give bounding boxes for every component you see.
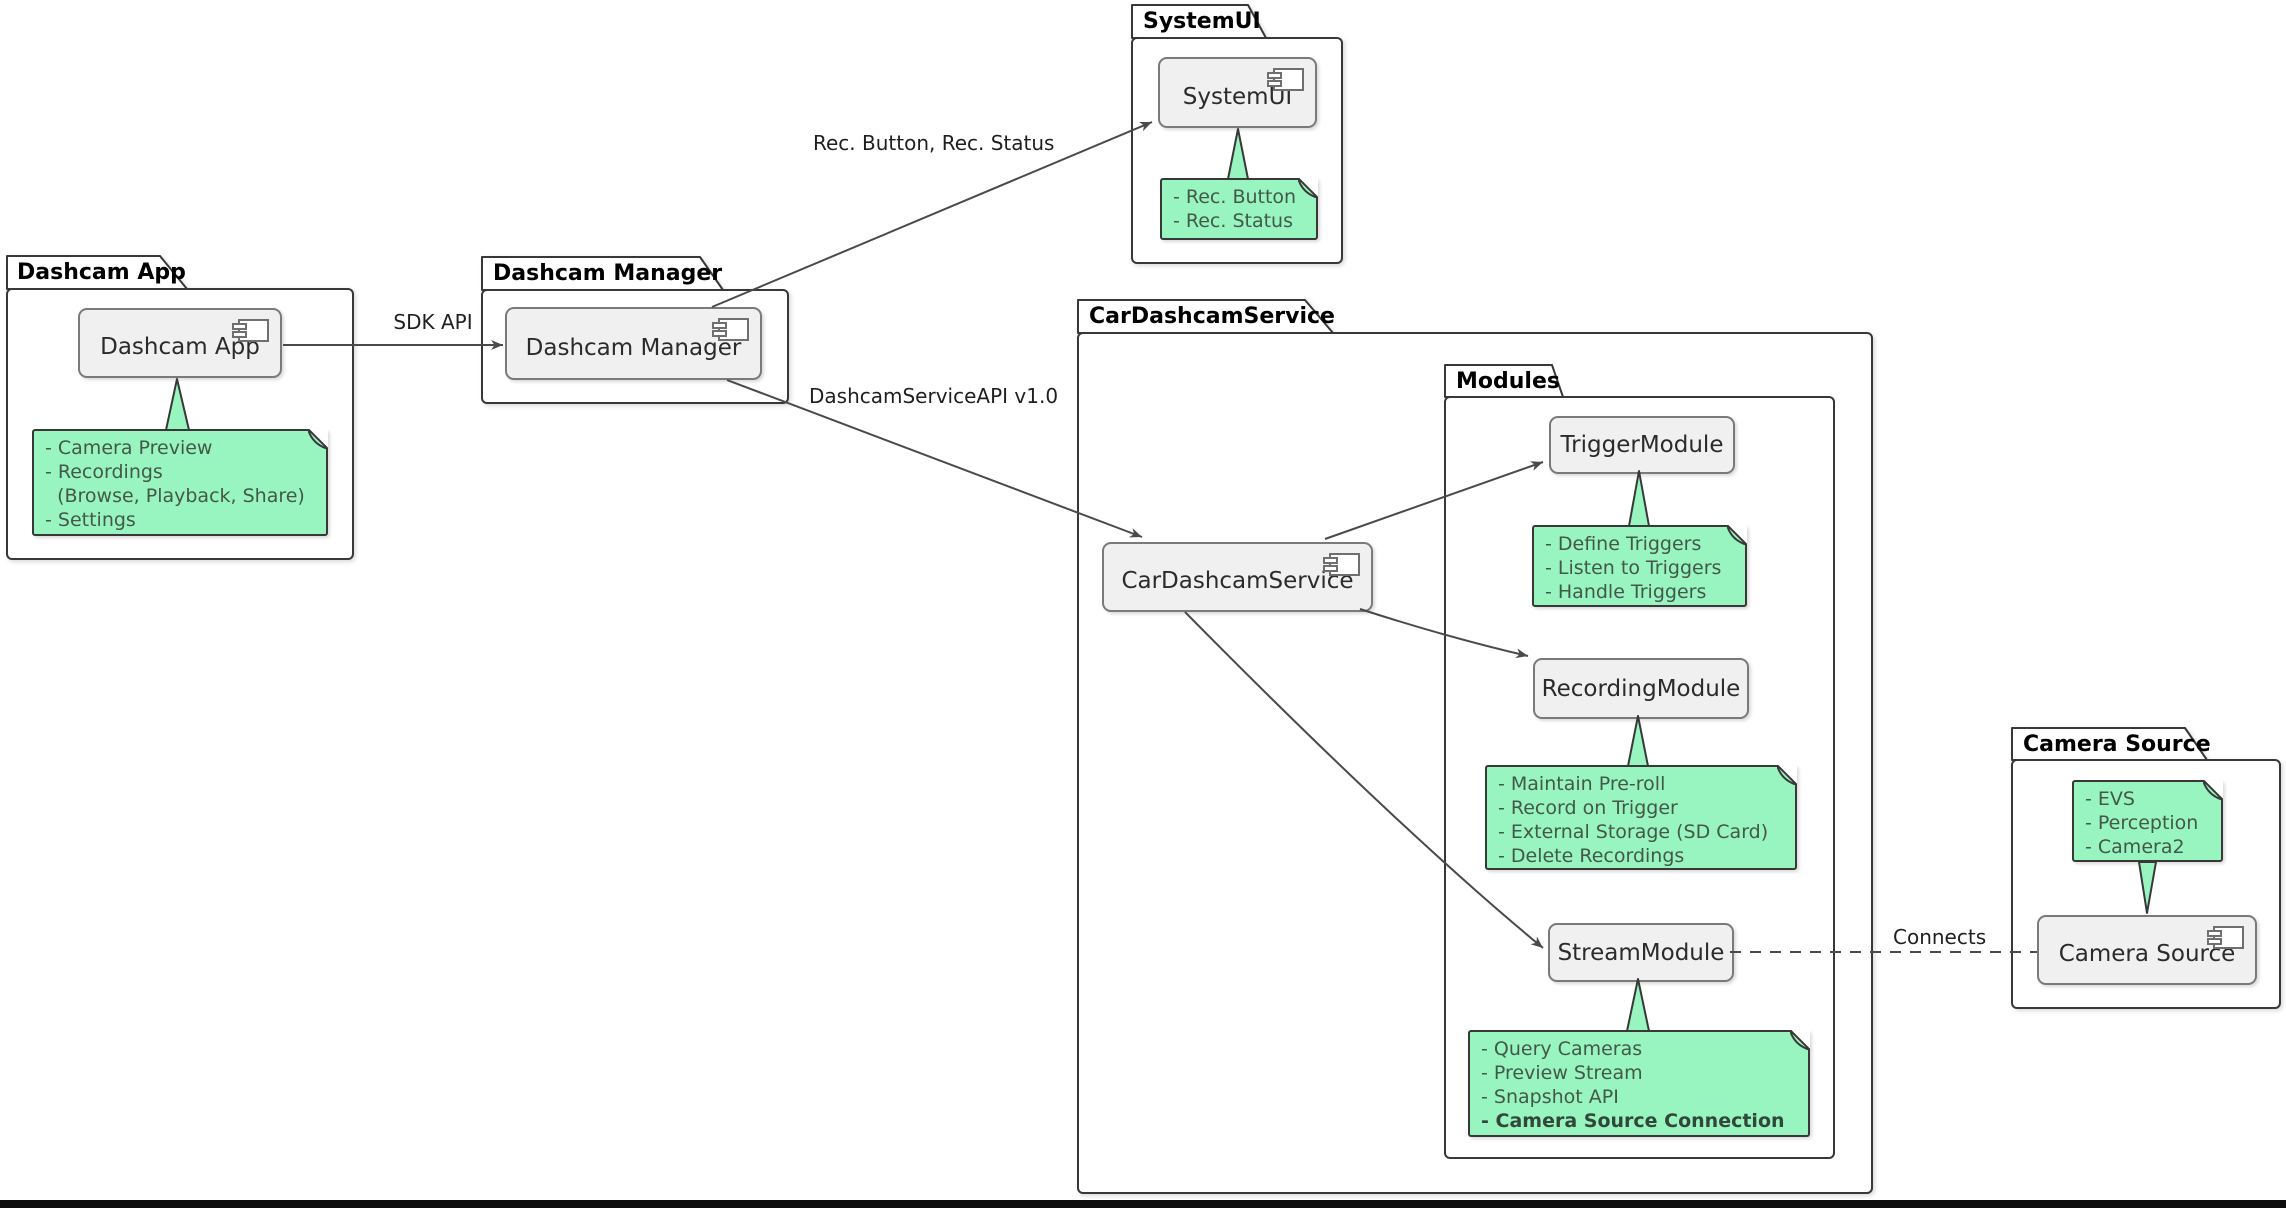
note-line: - Rec. Button	[1173, 186, 1297, 208]
note-line: - Maintain Pre-roll	[1498, 773, 1666, 795]
note-line: - Recordings	[45, 461, 163, 483]
note-tail-recordingmodule	[1627, 715, 1649, 767]
note-line: - Delete Recordings	[1498, 845, 1685, 867]
note-line: - Camera Source Connection	[1481, 1110, 1785, 1132]
note-line: - Handle Triggers	[1545, 581, 1707, 603]
note-dashcam-app: - Camera Preview - Recordings (Browse, P…	[32, 429, 328, 536]
component-label: CarDashcamService	[1121, 568, 1354, 594]
note-line: (Browse, Playback, Share)	[45, 485, 305, 507]
component-label: Dashcam Manager	[525, 334, 742, 361]
edge-label-connects: Connects	[1893, 925, 1987, 949]
component-cardashcamservice: CarDashcamService	[1102, 542, 1373, 612]
component-triggermodule: TriggerModule	[1549, 416, 1735, 474]
note-line: - EVS	[2085, 788, 2135, 810]
edge-label-rec-button-status: Rec. Button, Rec. Status	[813, 131, 1055, 155]
edge-label-sdk-api: SDK API	[393, 310, 473, 334]
component-label: StreamModule	[1557, 939, 1725, 966]
component-icon	[1267, 68, 1304, 91]
note-fold-icon	[1777, 765, 1797, 785]
note-line: - Perception	[2085, 812, 2199, 834]
package-title-dashcam-manager: Dashcam Manager	[493, 261, 723, 286]
note-line: - Settings	[45, 509, 136, 531]
note-line: - Query Cameras	[1481, 1038, 1643, 1060]
note-fold-icon	[1790, 1030, 1810, 1050]
package-title-modules: Modules	[1456, 369, 1560, 394]
component-recordingmodule: RecordingModule	[1533, 658, 1749, 719]
component-label: RecordingModule	[1541, 675, 1741, 702]
component-systemui: SystemUI	[1158, 57, 1317, 128]
note-fold-icon	[308, 429, 328, 449]
component-dashcam-manager: Dashcam Manager	[505, 307, 762, 380]
edge-service-to-trigger	[1324, 461, 1544, 540]
note-tail-dashcam-app	[165, 378, 190, 431]
note-line: - Preview Stream	[1481, 1062, 1643, 1084]
note-fold-icon	[1298, 178, 1318, 198]
component-streammodule: StreamModule	[1548, 923, 1734, 982]
component-icon	[232, 319, 269, 342]
note-triggermodule: - Define Triggers - Listen to Triggers -…	[1532, 525, 1747, 607]
component-label: TriggerModule	[1560, 432, 1724, 458]
note-systemui: - Rec. Button - Rec. Status	[1160, 178, 1318, 240]
note-line: - Camera Preview	[45, 437, 213, 459]
package-title-dashcam-app: Dashcam App	[17, 260, 186, 285]
component-icon	[1323, 553, 1360, 576]
note-line: - Record on Trigger	[1498, 797, 1678, 819]
note-line: - Rec. Status	[1173, 210, 1294, 232]
note-tail-triggermodule	[1628, 470, 1650, 527]
bottom-black-bar	[0, 1200, 2286, 1208]
note-streammodule: - Query Cameras - Preview Stream - Snaps…	[1468, 1030, 1810, 1137]
package-title-systemui: SystemUI	[1143, 9, 1261, 34]
note-tail-streammodule	[1626, 978, 1650, 1032]
component-icon	[712, 318, 749, 341]
package-title-cardashcamservice: CarDashcamService	[1089, 304, 1335, 329]
note-recordingmodule: - Maintain Pre-roll - Record on Trigger …	[1485, 765, 1797, 870]
component-camera-source: Camera Source	[2037, 915, 2257, 985]
note-camera-source: - EVS - Perception - Camera2	[2072, 780, 2223, 862]
note-tail-systemui	[1227, 128, 1249, 180]
edge-label-dashcamserviceapi: DashcamServiceAPI v1.0	[809, 384, 1059, 408]
note-line: - Snapshot API	[1481, 1086, 1619, 1108]
component-icon	[2207, 926, 2244, 949]
package-title-camera-source: Camera Source	[2023, 732, 2211, 757]
edge-service-to-recording	[1359, 608, 1529, 659]
note-line: - Listen to Triggers	[1545, 557, 1722, 579]
note-fold-icon	[1727, 525, 1747, 545]
note-line: - Define Triggers	[1545, 533, 1702, 555]
note-line: - Camera2	[2085, 836, 2185, 858]
note-tail-camera-source	[2138, 861, 2157, 914]
note-line: - External Storage (SD Card)	[1498, 821, 1769, 843]
component-dashcam-app: Dashcam App	[78, 308, 282, 378]
note-fold-icon	[2203, 780, 2223, 800]
